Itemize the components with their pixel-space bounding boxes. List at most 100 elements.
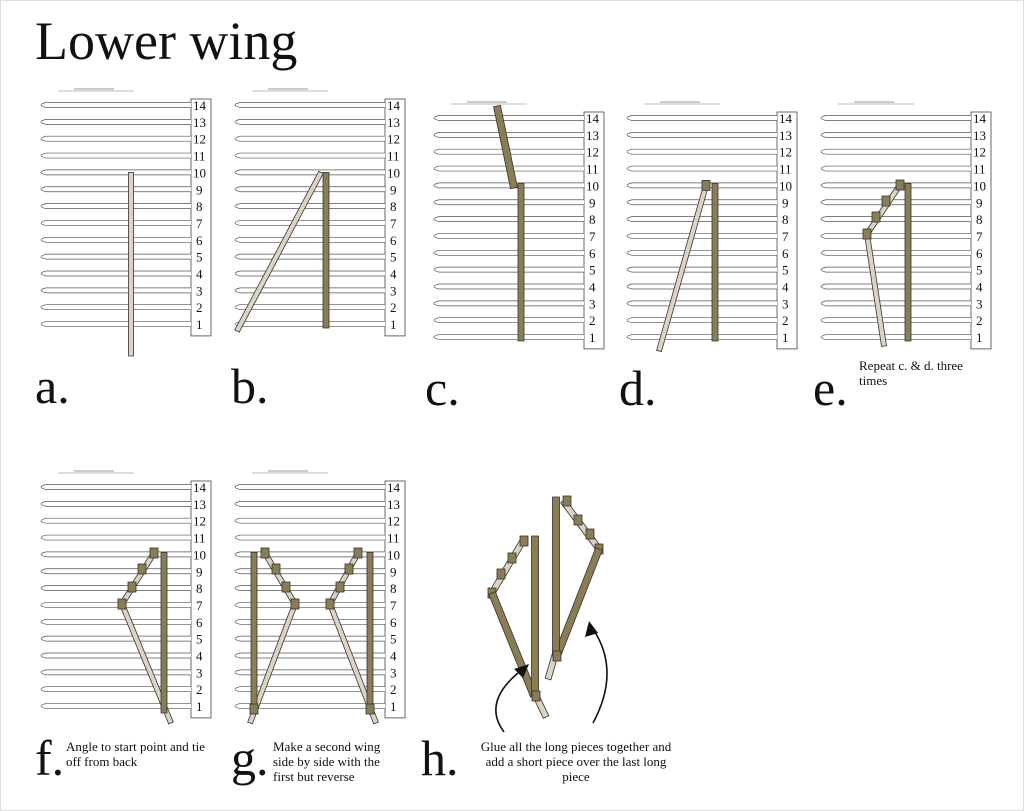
rung-12 [234,517,385,524]
short-piece [127,581,137,593]
rung-number-13: 13 [387,115,400,130]
rung-7 [626,233,777,239]
rung-11 [626,165,777,172]
short-piece [137,563,147,575]
rung-4 [234,270,385,277]
rung-14 [40,484,191,490]
rung-4 [626,283,777,290]
dark-stick [366,552,374,714]
short-piece [573,514,583,526]
rung-number-3: 3 [390,283,397,298]
rung-number-14: 14 [387,98,401,113]
tilted-stick [493,104,518,190]
short-piece [353,547,363,559]
rung-1 [433,334,584,340]
page-title: Lower wing [35,11,298,71]
short-piece [365,703,375,715]
rung-number-10: 10 [387,547,400,562]
rung-4 [433,283,584,290]
rung-8 [40,203,191,209]
rung-1 [234,703,385,709]
dark-diagonal [553,547,603,658]
rung-number-8: 8 [589,212,596,227]
rung-1 [626,334,777,340]
rung-14 [234,102,385,108]
rung-number-9: 9 [390,182,397,197]
rung-number-10: 10 [387,165,400,180]
rung-13 [234,501,385,507]
rung-10 [234,551,385,558]
rung-9 [433,199,584,206]
rung-number-14: 14 [193,480,207,495]
rung-number-11: 11 [193,531,206,546]
short-piece [895,179,905,191]
dark-stick [711,183,719,342]
short-piece [335,581,345,593]
step-h-letter: h. [421,730,459,786]
rung-number-13: 13 [973,128,986,143]
rung-8 [433,216,584,222]
rung-number-7: 7 [390,598,397,613]
rung-number-3: 3 [782,296,789,311]
rung-10 [40,169,191,176]
rung-number-8: 8 [976,212,983,227]
rung-1 [40,703,191,709]
rung-number-5: 5 [589,263,596,278]
rung-number-8: 8 [196,199,203,214]
rung-8 [820,216,971,222]
step-g-letter: g. [231,730,269,786]
rung-number-2: 2 [589,313,596,328]
rung-14 [433,115,584,121]
rung-number-5: 5 [196,250,203,265]
rung-number-7: 7 [976,229,983,244]
dark-stick [531,535,539,697]
rung-7 [234,602,385,608]
dark-stick [322,172,330,329]
rung-10 [433,182,584,189]
rung-number-5: 5 [390,632,397,647]
rung-7 [433,233,584,239]
short-piece [552,650,562,662]
rung-number-11: 11 [387,531,400,546]
dark-stick [160,552,168,714]
rung-14 [820,115,971,121]
rung-number-11: 11 [779,162,792,177]
rung-number-3: 3 [976,296,983,311]
rung-number-8: 8 [390,199,397,214]
rung-number-1: 1 [589,330,596,345]
number-column [384,98,406,337]
rung-4 [234,652,385,659]
rung-1 [234,321,385,327]
rung-number-8: 8 [196,581,203,596]
rung-3 [234,287,385,294]
rung-number-5: 5 [976,263,983,278]
rung-6 [40,618,191,625]
rung-11 [820,165,971,172]
rung-3 [234,669,385,676]
rung-number-12: 12 [973,145,986,160]
light-stair [262,551,298,606]
short-piece [519,535,529,547]
rung-number-3: 3 [589,296,596,311]
light-stick [234,170,324,333]
rung-12 [626,148,777,155]
rung-6 [433,249,584,256]
rung-number-4: 4 [196,267,203,282]
step-f-letter: f. [35,730,65,786]
rung-11 [40,534,191,541]
rung-number-7: 7 [390,216,397,231]
rung-number-14: 14 [779,111,793,126]
rung-number-11: 11 [193,149,206,164]
rung-12 [40,135,191,142]
short-piece [290,598,300,610]
short-piece [531,690,541,702]
rung-9 [820,199,971,206]
rung-number-6: 6 [782,246,789,261]
rung-number-9: 9 [196,564,203,579]
rung-number-11: 11 [586,162,599,177]
rung-number-12: 12 [586,145,599,160]
rung-number-7: 7 [589,229,596,244]
short-piece [117,598,127,610]
rung-number-13: 13 [387,497,400,512]
